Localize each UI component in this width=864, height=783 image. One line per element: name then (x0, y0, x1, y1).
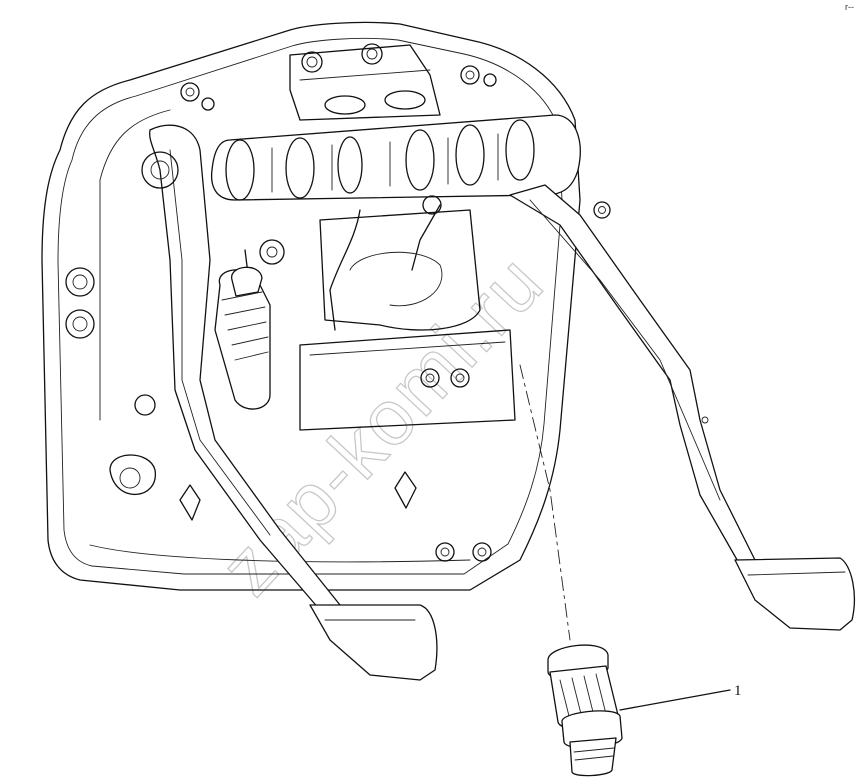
brake-pedal (509, 184, 855, 631)
bolt-group (65, 65, 611, 562)
brake-light-switch (519, 364, 623, 777)
clutch-pedal (141, 124, 438, 681)
cross-shaft (210, 114, 581, 201)
callout-1-leader (619, 689, 731, 711)
callout-1-label: 1 (734, 683, 742, 699)
center-linkage (299, 195, 516, 431)
corner-mark: r-- (845, 2, 854, 12)
lower-clips (109, 454, 417, 521)
master-cylinder (214, 239, 285, 410)
upper-mount-block (289, 43, 441, 121)
